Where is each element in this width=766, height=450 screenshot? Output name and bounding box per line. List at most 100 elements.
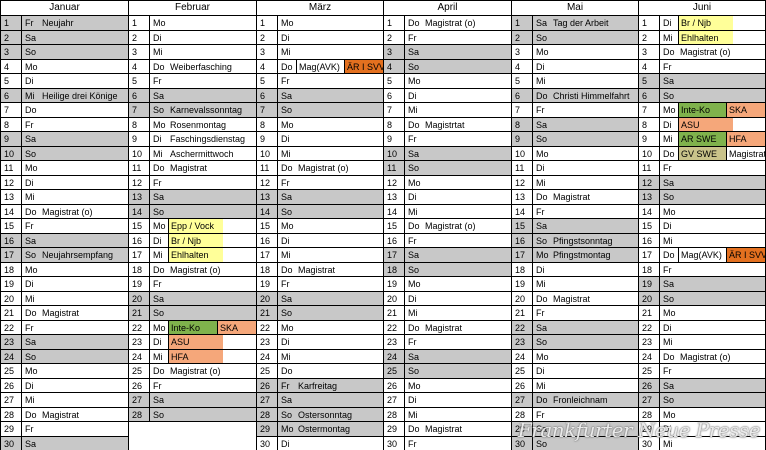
day-row[interactable]: 17Mi xyxy=(257,248,383,263)
day-row[interactable]: 18Mo xyxy=(1,262,128,277)
day-row[interactable]: 19Mo xyxy=(384,277,511,292)
day-row[interactable]: 20Sa xyxy=(257,291,383,306)
day-row[interactable]: 21Fr xyxy=(512,306,638,321)
day-row[interactable]: 23So xyxy=(512,335,638,350)
day-row[interactable]: 19Fr xyxy=(257,277,383,292)
day-row[interactable]: 27Sa xyxy=(129,393,256,408)
day-row[interactable]: 22MoInte-KoSKA xyxy=(129,320,256,335)
day-row[interactable]: 26Sa xyxy=(639,378,765,393)
day-row[interactable]: 14So xyxy=(257,204,383,219)
day-row[interactable]: 12Di xyxy=(1,175,128,190)
day-row[interactable]: 22Di xyxy=(639,320,765,335)
day-row[interactable]: 10DoGV SWEMagistrat xyxy=(639,146,765,161)
day-row[interactable]: 1Mo xyxy=(129,16,256,31)
day-row[interactable]: 19Sa xyxy=(639,277,765,292)
day-row[interactable]: 27So xyxy=(639,393,765,408)
day-row[interactable]: 30So xyxy=(512,436,638,450)
day-row[interactable]: 16DiBr / Njb xyxy=(129,233,256,248)
day-row[interactable]: 2Di xyxy=(257,30,383,45)
day-row[interactable]: 12Fr xyxy=(257,175,383,190)
day-row[interactable]: 2MiEhlhalten xyxy=(639,30,765,45)
day-row[interactable]: 10So xyxy=(1,146,128,161)
day-row[interactable]: 5Fr xyxy=(257,74,383,89)
day-row[interactable]: 20Sa xyxy=(129,291,256,306)
day-row[interactable]: 28SoOstersonntag xyxy=(257,407,383,422)
day-row[interactable]: 8Mo xyxy=(257,117,383,132)
day-row[interactable]: 5Mi xyxy=(512,74,638,89)
day-row[interactable]: 15Mo xyxy=(257,219,383,234)
day-row[interactable]: 12Sa xyxy=(639,175,765,190)
day-row[interactable]: 24Sa xyxy=(384,349,511,364)
day-row[interactable]: 21So xyxy=(257,306,383,321)
day-row[interactable]: 3Sa xyxy=(384,45,511,60)
day-row[interactable]: 20Di xyxy=(384,291,511,306)
day-row[interactable]: 27Di xyxy=(384,393,511,408)
day-row[interactable]: 4Di xyxy=(512,59,638,74)
day-row[interactable]: 4DoMag(AVK)ÄR I SVV xyxy=(257,59,383,74)
day-row[interactable]: 6MiHeilige drei Könige xyxy=(1,88,128,103)
day-row[interactable]: 29Fr xyxy=(1,422,128,437)
day-row[interactable]: 6So xyxy=(639,88,765,103)
day-row[interactable]: 28Mi xyxy=(384,407,511,422)
day-row[interactable]: 5Sa xyxy=(639,74,765,89)
day-row[interactable]: 7Do xyxy=(1,103,128,118)
day-row[interactable]: 11Mo xyxy=(1,161,128,176)
day-row[interactable]: 28DoMagistrat xyxy=(1,407,128,422)
day-row[interactable]: 9Fr xyxy=(384,132,511,147)
day-row[interactable]: 25DoMagistrat (o) xyxy=(129,364,256,379)
day-row[interactable]: 25Do xyxy=(257,364,383,379)
day-row[interactable]: 21Mi xyxy=(384,306,511,321)
day-row[interactable]: 24So xyxy=(1,349,128,364)
day-row[interactable]: 30Mi xyxy=(639,436,765,450)
day-row[interactable]: 15Sa xyxy=(512,219,638,234)
day-row[interactable]: 22Sa xyxy=(512,320,638,335)
day-row[interactable]: 23Di xyxy=(257,335,383,350)
day-row[interactable]: 17Sa xyxy=(384,248,511,263)
day-row[interactable]: 11So xyxy=(384,161,511,176)
day-row[interactable]: 1DoMagistrat (o) xyxy=(384,16,511,31)
day-row[interactable]: 21Mo xyxy=(639,306,765,321)
day-row[interactable]: 22DoMagistrat xyxy=(384,320,511,335)
day-row[interactable]: 13Sa xyxy=(257,190,383,205)
day-row[interactable]: 27Sa xyxy=(257,393,383,408)
day-row[interactable]: 24Mo xyxy=(512,349,638,364)
day-row[interactable]: 4Mo xyxy=(1,59,128,74)
day-row[interactable]: 19Fr xyxy=(129,277,256,292)
day-row[interactable]: 20Mi xyxy=(1,291,128,306)
day-row[interactable]: 18DoMagistrat xyxy=(257,262,383,277)
day-row[interactable]: 4So xyxy=(384,59,511,74)
day-row[interactable]: 10Mo xyxy=(512,146,638,161)
day-row[interactable]: 3Mi xyxy=(257,45,383,60)
day-row[interactable]: 23Fr xyxy=(384,335,511,350)
day-row[interactable]: 18Di xyxy=(512,262,638,277)
day-row[interactable]: 15MoEpp / Vock xyxy=(129,219,256,234)
day-row[interactable]: 13Mi xyxy=(1,190,128,205)
day-row[interactable]: 3So xyxy=(1,45,128,60)
day-row[interactable]: 1FrNeujahr xyxy=(1,16,128,31)
day-row[interactable]: 14Mi xyxy=(384,204,511,219)
day-row[interactable]: 4DoWeiberfasching xyxy=(129,59,256,74)
day-row[interactable]: 2So xyxy=(512,30,638,45)
day-row[interactable]: 2Fr xyxy=(384,30,511,45)
day-row[interactable]: 13DoMagistrat xyxy=(512,190,638,205)
day-row[interactable]: 6Sa xyxy=(257,88,383,103)
day-row[interactable]: 1Mo xyxy=(257,16,383,31)
day-row[interactable]: 26Mo xyxy=(384,378,511,393)
day-row[interactable]: 16SoPfingstsonntag xyxy=(512,233,638,248)
day-row[interactable]: 14DoMagistrat (o) xyxy=(1,204,128,219)
day-row[interactable]: 18So xyxy=(384,262,511,277)
day-row[interactable]: 10Mi xyxy=(257,146,383,161)
day-row[interactable]: 9MiAR SWEHFA xyxy=(639,132,765,147)
day-row[interactable]: 29DoMagistrat xyxy=(384,422,511,437)
day-row[interactable]: 7Fr xyxy=(512,103,638,118)
day-row[interactable]: 28So xyxy=(129,407,256,422)
day-row[interactable]: 22Mo xyxy=(257,320,383,335)
day-row[interactable]: 10MiAschermittwoch xyxy=(129,146,256,161)
day-row[interactable]: 14So xyxy=(129,204,256,219)
day-row[interactable]: 11Fr xyxy=(639,161,765,176)
day-row[interactable]: 15DoMagistrat (o) xyxy=(384,219,511,234)
day-row[interactable]: 1DiBr / Njb xyxy=(639,16,765,31)
day-row[interactable]: 27Mi xyxy=(1,393,128,408)
day-row[interactable]: 19Di xyxy=(1,277,128,292)
day-row[interactable]: 3Mi xyxy=(129,45,256,60)
